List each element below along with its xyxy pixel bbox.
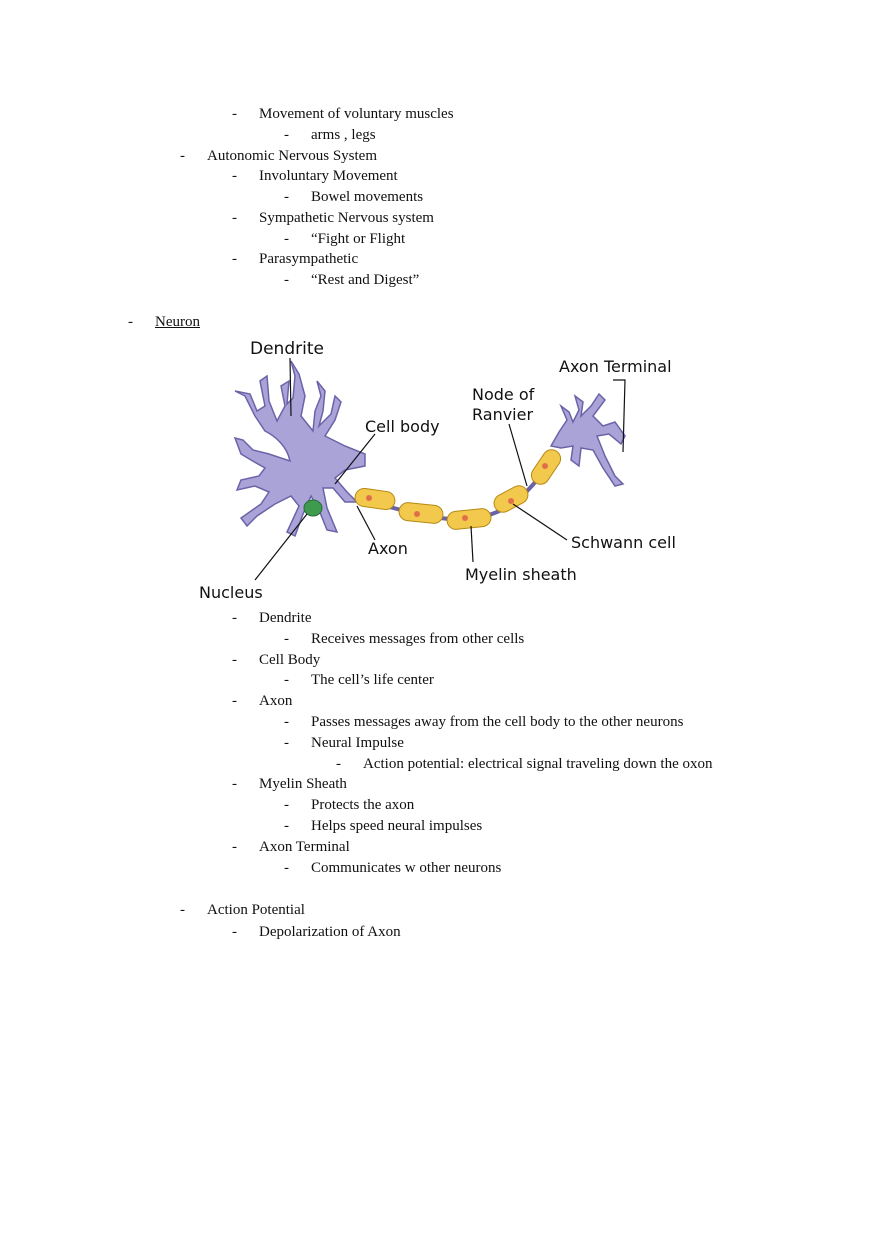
bullet-dash: - <box>232 106 237 122</box>
bullet-dash: - <box>336 755 341 772</box>
label-axon-terminal: Axon Terminal <box>559 357 672 376</box>
bullet-dash: - <box>284 230 289 247</box>
outline-item: Action potential: electrical signal trav… <box>363 755 713 772</box>
schwann-nucleus <box>542 463 548 469</box>
label-cell-body: Cell body <box>365 417 440 436</box>
bullet-dash: - <box>284 672 289 689</box>
bullet-dash: - <box>232 209 237 226</box>
outline-item: Axon Terminal <box>259 838 350 855</box>
bullet-dash: - <box>232 693 237 710</box>
bullet-dash: - <box>232 251 237 268</box>
outline-item: Passes messages away from the cell body … <box>311 714 684 730</box>
outline-item: Cell Body <box>259 651 321 668</box>
schwann-nucleus <box>366 495 372 501</box>
outline-item: Axon <box>259 693 293 710</box>
node-of-ranvier-leader <box>508 423 528 487</box>
outline-item: Neural Impulse <box>311 734 404 751</box>
neuron-heading: Neuron <box>155 314 200 330</box>
label-dendrite: Dendrite <box>250 339 324 359</box>
bullet-dash: - <box>284 734 289 751</box>
axon-terminal-shape <box>549 392 626 487</box>
bullet-dash: - <box>232 168 237 185</box>
myelin-segments <box>354 449 562 530</box>
outline-item: Autonomic Nervous System <box>207 147 377 164</box>
schwann-nucleus <box>414 511 420 517</box>
bullet-dash: - <box>284 818 289 834</box>
outline-item: Bowel movements <box>311 189 424 205</box>
axon-leader <box>356 505 376 541</box>
label-nucleus: Nucleus <box>199 583 263 602</box>
bullet-dash: - <box>284 189 289 205</box>
nucleus-leader <box>254 513 308 581</box>
schwann-cell-leader <box>512 503 568 541</box>
cell-body-shape <box>233 360 366 538</box>
myelin-segment <box>398 502 444 524</box>
myelin-segment <box>354 487 396 511</box>
bullet-dash: - <box>232 776 237 793</box>
outline-item: Myelin Sheath <box>259 776 347 793</box>
outline-item: Depolarization of Axon <box>259 924 401 940</box>
schwann-nucleus <box>462 515 468 521</box>
bullet-dash: - <box>284 630 289 647</box>
bullet-dash: - <box>232 838 237 855</box>
myelin-sheath-leader <box>470 525 474 563</box>
bullet-dash: - <box>284 859 289 876</box>
bullet-dash: - <box>180 147 185 164</box>
outline-item: Receives messages from other cells <box>311 630 525 647</box>
outline-item: Sympathetic Nervous system <box>259 209 434 226</box>
outline-item: Involuntary Movement <box>259 168 398 185</box>
cell-body-leader <box>334 433 376 485</box>
bullet-dash: - <box>232 651 237 668</box>
bullet-dash: - <box>284 714 289 730</box>
nucleus-shape <box>303 499 323 517</box>
outline-item: arms , legs <box>311 126 376 143</box>
bullet-dash: - <box>232 924 237 940</box>
outline-item: Communicates w other neurons <box>311 859 502 876</box>
myelin-segment <box>446 508 492 530</box>
bullet-dash: - <box>180 902 185 918</box>
outline-item: “Rest and Digest” <box>311 272 420 288</box>
outline-item: Protects the axon <box>311 797 415 814</box>
label-axon: Axon <box>368 539 408 558</box>
bullet-dash: - <box>284 797 289 814</box>
bullet-dash: - <box>284 272 289 288</box>
neuron-diagram: Dendrite Cell body Node of Ranvier Axon … <box>199 339 676 602</box>
dendrite-leader <box>289 357 292 417</box>
outline-item: The cell’s life center <box>311 672 434 689</box>
label-node-of-ranvier-2: Ranvier <box>472 405 533 424</box>
schwann-nucleus <box>508 498 514 504</box>
bullet-dash: - <box>284 126 289 143</box>
outline-item: Helps speed neural impulses <box>311 818 483 834</box>
outline-item: “Fight or Flight <box>311 230 406 247</box>
outline-item: Action Potential <box>207 902 305 918</box>
axon-terminal-leader <box>613 379 626 453</box>
bullet-dash: - <box>232 610 237 626</box>
label-node-of-ranvier-1: Node of <box>472 385 535 404</box>
neuron-bullet: - <box>128 314 133 330</box>
outline-item: Parasympathetic <box>259 251 359 268</box>
label-schwann-cell: Schwann cell <box>571 533 676 552</box>
label-myelin-sheath: Myelin sheath <box>465 565 577 584</box>
outline-item: Movement of voluntary muscles <box>259 106 454 122</box>
outline-item: Dendrite <box>259 610 312 626</box>
